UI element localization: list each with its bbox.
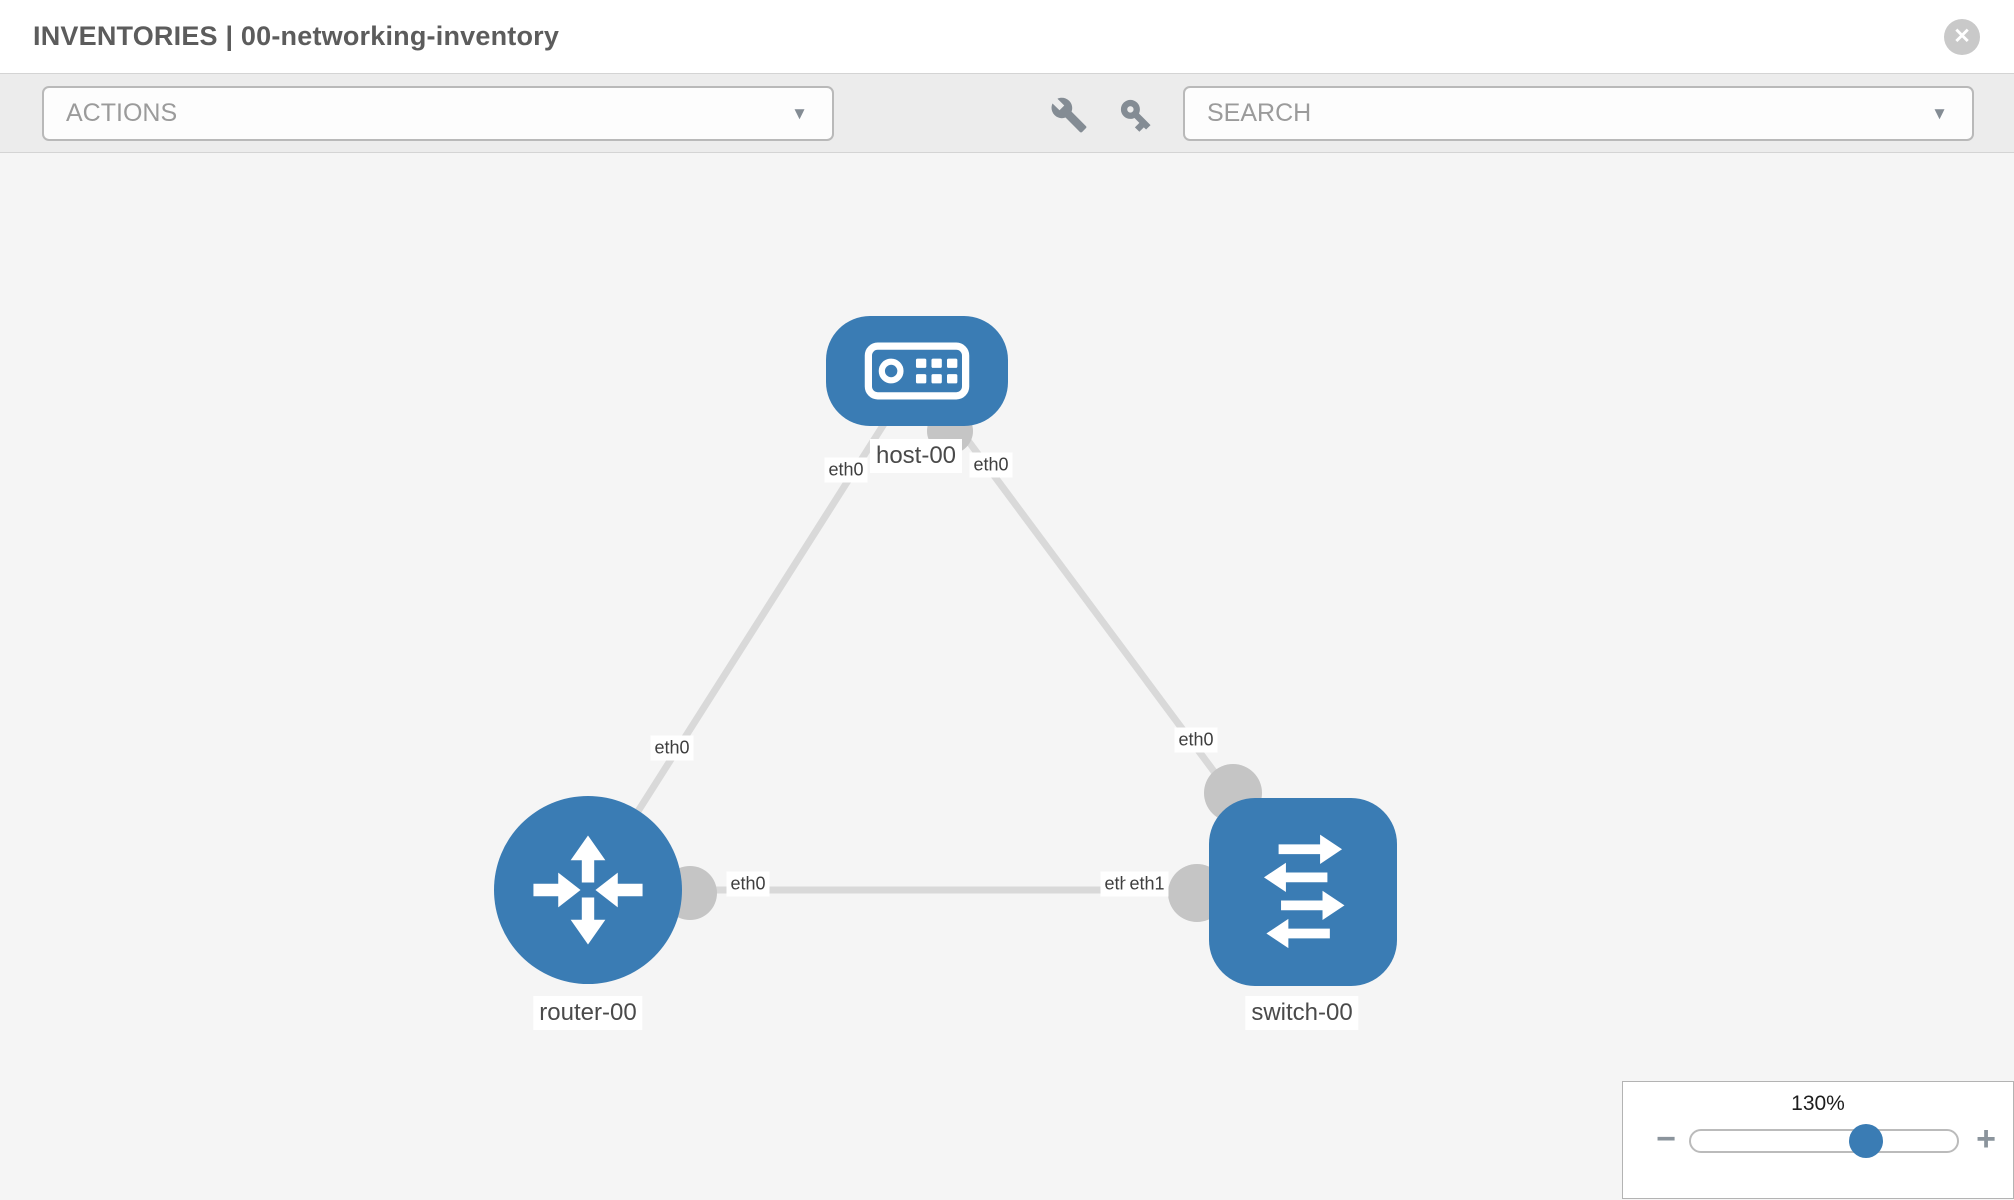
key-icon[interactable] bbox=[1117, 96, 1155, 134]
search-dropdown-label: SEARCH bbox=[1207, 99, 1312, 127]
zoom-slider-thumb[interactable] bbox=[1849, 1124, 1883, 1158]
close-icon[interactable]: ✕ bbox=[1944, 19, 1980, 55]
interface-label-switch-to-router: eth1 bbox=[1125, 871, 1169, 897]
node-label-host: host-00 bbox=[869, 439, 963, 473]
zoom-level-value: 130% bbox=[1791, 1092, 1845, 1115]
chevron-down-icon: ▼ bbox=[1931, 104, 1948, 123]
node-switch-00[interactable] bbox=[1209, 798, 1397, 986]
page-title: INVENTORIES | 00-networking-inventory bbox=[33, 0, 559, 73]
node-host-00[interactable] bbox=[826, 316, 1008, 426]
node-label-router: router-00 bbox=[533, 996, 643, 1030]
search-dropdown[interactable]: SEARCH ▼ bbox=[1183, 86, 1974, 141]
breadcrumb-section: INVENTORIES bbox=[33, 21, 218, 51]
actions-dropdown-label: ACTIONS bbox=[66, 99, 178, 127]
chevron-down-icon: ▼ bbox=[791, 104, 808, 123]
interface-label-host-to-router: eth0 bbox=[824, 457, 868, 483]
breadcrumb-separator: | bbox=[225, 21, 234, 51]
zoom-slider[interactable] bbox=[1689, 1124, 1959, 1158]
header: INVENTORIES | 00-networking-inventory ✕ bbox=[0, 0, 2014, 73]
zoom-out-button[interactable]: − bbox=[1656, 1120, 1676, 1158]
actions-dropdown[interactable]: ACTIONS ▼ bbox=[42, 86, 834, 141]
topology-links-layer bbox=[585, 369, 1305, 922]
toolbar: ACTIONS ▼ SEARCH ▼ bbox=[0, 73, 2014, 153]
interface-label-host-to-switch: eth0 bbox=[969, 452, 1013, 478]
topology-canvas[interactable]: eth0 eth0 eth0 eth0 eth0 eth0 eth1 host-… bbox=[0, 153, 2014, 1199]
interface-label-router-to-switch: eth0 bbox=[726, 871, 770, 897]
breadcrumb-inventory-name: 00-networking-inventory bbox=[240, 21, 560, 51]
switch-icon bbox=[1263, 834, 1345, 949]
router-icon bbox=[533, 835, 643, 945]
interface-label-switch-to-host: eth0 bbox=[1174, 727, 1218, 753]
node-router-00[interactable] bbox=[494, 796, 682, 984]
zoom-in-button[interactable]: + bbox=[1976, 1120, 1996, 1158]
node-label-switch: switch-00 bbox=[1245, 996, 1359, 1030]
wrench-icon[interactable] bbox=[1050, 96, 1088, 134]
interface-label-router-to-host: eth0 bbox=[650, 735, 694, 761]
zoom-control-panel: 130% − + bbox=[1622, 1081, 2014, 1199]
host-icon bbox=[864, 342, 970, 400]
